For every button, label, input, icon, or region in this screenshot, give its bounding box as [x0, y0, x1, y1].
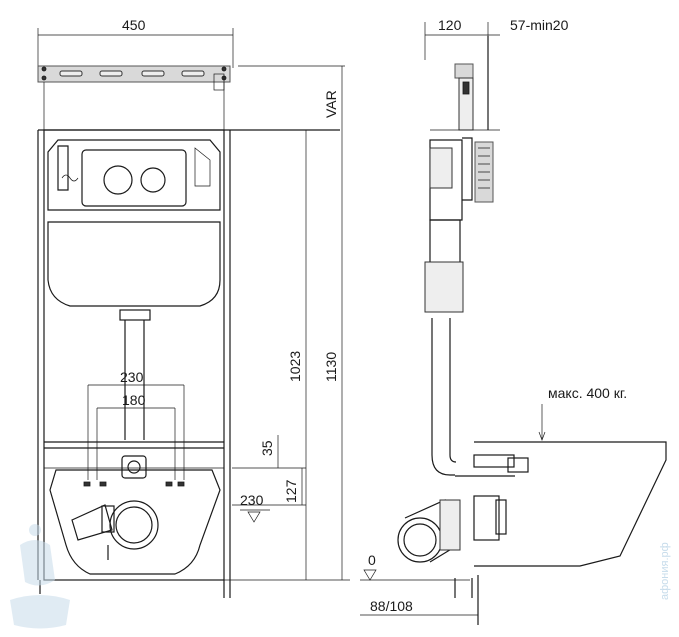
side-view: 120 57-min20 макс. 400 кг. — [360, 17, 667, 625]
width-450-label: 450 — [122, 17, 146, 33]
flush-button-small — [140, 167, 166, 193]
height-1023-label: 1023 — [287, 351, 303, 382]
top-rail — [37, 65, 231, 83]
wall-hung-bowl — [474, 441, 667, 567]
wall-57-min20-label: 57-min20 — [510, 17, 569, 33]
watermark-site: афония.рф — [659, 542, 671, 600]
main-frame — [37, 129, 340, 598]
watermark-logo — [10, 524, 70, 629]
lower-mount — [44, 441, 224, 575]
front-view: 450 VAR — [37, 17, 350, 598]
offset-35-label: 35 — [259, 440, 275, 456]
var-label: VAR — [323, 90, 339, 118]
floor-0-label: 0 — [368, 552, 376, 568]
drain-outlet — [109, 500, 159, 550]
flush-button-large — [103, 165, 133, 195]
spacing-230-label: 230 — [120, 369, 144, 385]
cistern — [47, 139, 221, 440]
offset-127-label: 127 — [283, 479, 299, 503]
height-1130-label: 1130 — [323, 352, 339, 382]
load-label: макс. 400 кг. — [548, 385, 627, 401]
spacing-180-label: 180 — [122, 392, 146, 408]
bottom-88-108-label: 88/108 — [370, 598, 413, 614]
depth-120-label: 120 — [438, 17, 462, 33]
drain-230-label: 230 — [240, 492, 264, 508]
